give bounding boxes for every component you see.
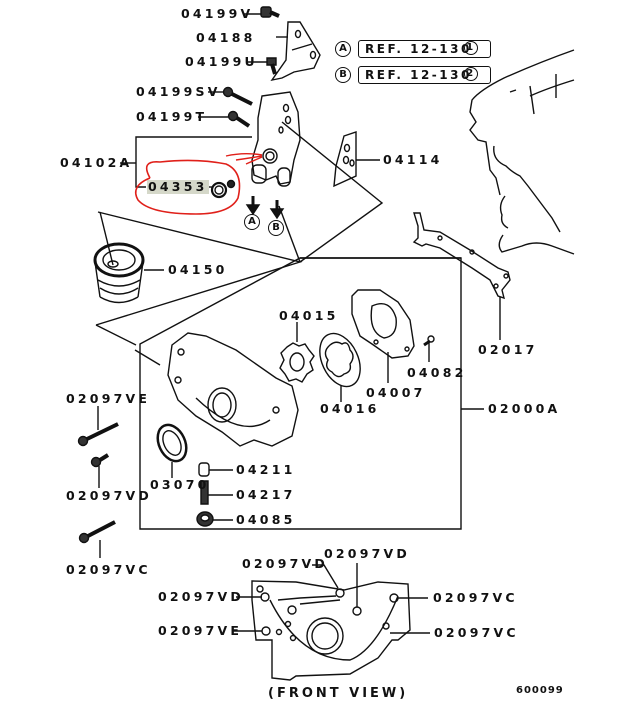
- label-04150[interactable]: 04150: [168, 262, 228, 277]
- inner-rotor-04015: [280, 343, 314, 382]
- projection-line-pump: [96, 325, 136, 345]
- label-04102A[interactable]: 04102A: [60, 155, 133, 170]
- ref-box-B[interactable]: REF. 12-130 2: [358, 66, 491, 84]
- label-02097VC[interactable]: 02097VC: [66, 562, 151, 577]
- front-view-caption: (FRONT VIEW): [268, 686, 409, 701]
- oil-seal-03070: [152, 420, 192, 465]
- label-03070[interactable]: 03070: [150, 477, 210, 492]
- engine-block-outline: [470, 50, 574, 254]
- arrow-down-B: [271, 200, 283, 218]
- gasket-04114: [334, 132, 356, 186]
- label-fv-left-vd[interactable]: 02097VD: [158, 589, 244, 604]
- plug-04353: [212, 181, 235, 198]
- front-view-drawing: [252, 581, 410, 680]
- label-02000A[interactable]: 02000A: [488, 401, 561, 416]
- bracket-04102A: [136, 137, 252, 187]
- label-fv-top-center-vd[interactable]: 02097VD: [324, 546, 410, 561]
- projection-line-filter: [96, 212, 300, 325]
- filter-bracket-04102A: [252, 92, 300, 186]
- ref-sub-2: 2: [464, 67, 478, 81]
- label-04199U[interactable]: 04199U: [185, 54, 258, 69]
- plunger-04211: [199, 463, 209, 476]
- label-02097VD[interactable]: 02097VD: [66, 488, 152, 503]
- hole: [296, 31, 301, 38]
- oil-filter-04150: [95, 244, 143, 303]
- label-fv-top-left-vd[interactable]: 02097VD: [242, 556, 328, 571]
- outer-rotor-04016: [312, 327, 368, 393]
- label-04015[interactable]: 04015: [279, 308, 339, 323]
- label-fv-right-vc-top[interactable]: 02097VC: [433, 590, 518, 605]
- ref-marker-B: B: [335, 67, 351, 83]
- plug-04085: [197, 512, 213, 526]
- bolt-04199SV: [224, 88, 253, 105]
- flow-marker-B: B: [268, 220, 284, 236]
- label-04085[interactable]: 04085: [236, 512, 296, 527]
- projection-line-bracket: [282, 122, 382, 262]
- bolt-04199V: [261, 7, 279, 17]
- arrow-down-A: [247, 196, 259, 214]
- flow-marker-A: A: [244, 214, 260, 230]
- label-04114[interactable]: 04114: [383, 152, 443, 167]
- label-04211[interactable]: 04211: [236, 462, 296, 477]
- projection-line-pump-2: [135, 350, 160, 365]
- ref-sub-1: 1: [464, 41, 478, 55]
- pump-cover-04007: [352, 290, 414, 358]
- label-04217[interactable]: 04217: [236, 487, 296, 502]
- bolt-02097VD: [92, 455, 109, 467]
- label-04016[interactable]: 04016: [320, 401, 380, 416]
- label-fv-left-ve[interactable]: 02097VE: [158, 623, 243, 638]
- spring-04217: [201, 481, 208, 504]
- label-02097VE[interactable]: 02097VE: [66, 391, 151, 406]
- ref-box-A[interactable]: REF. 12-130 1: [358, 40, 491, 58]
- red-pointer-arrow: [226, 154, 262, 164]
- assembly-box-02000A: [140, 258, 461, 529]
- projection-line-filter-2: [100, 212, 113, 265]
- leader-fv-top-left-vd: [312, 565, 338, 588]
- label-04353-highlighted[interactable]: 04353: [147, 179, 209, 194]
- oil-pump-case: [168, 333, 298, 446]
- label-04199T[interactable]: 04199T: [136, 109, 208, 124]
- ref-text-B: REF. 12-130: [365, 68, 472, 82]
- ref-marker-A: A: [335, 41, 351, 57]
- screw-04082: [424, 336, 434, 345]
- ref-text-A: REF. 12-130: [365, 42, 472, 56]
- figure-code: 600099: [516, 685, 564, 696]
- projection-line-bracket-2: [279, 206, 300, 262]
- label-04007[interactable]: 04007: [366, 385, 426, 400]
- label-fv-right-vc-bottom[interactable]: 02097VC: [434, 625, 519, 640]
- red-highlight-circle: [136, 160, 240, 214]
- bracket-04188: [272, 22, 320, 80]
- label-04199SV[interactable]: 04199SV: [136, 84, 221, 99]
- bolt-04199T: [229, 112, 250, 127]
- bolt-02097VE: [79, 424, 119, 446]
- bolt-04199U: [267, 58, 276, 74]
- gasket-02017: [414, 213, 510, 298]
- hole: [311, 52, 316, 59]
- bracket-edge: [292, 44, 312, 50]
- bolt-02097VC: [80, 522, 116, 543]
- label-04082[interactable]: 04082: [407, 365, 467, 380]
- label-04199V[interactable]: 04199V: [181, 6, 254, 21]
- label-02017[interactable]: 02017: [478, 342, 538, 357]
- label-04188[interactable]: 04188: [196, 30, 256, 45]
